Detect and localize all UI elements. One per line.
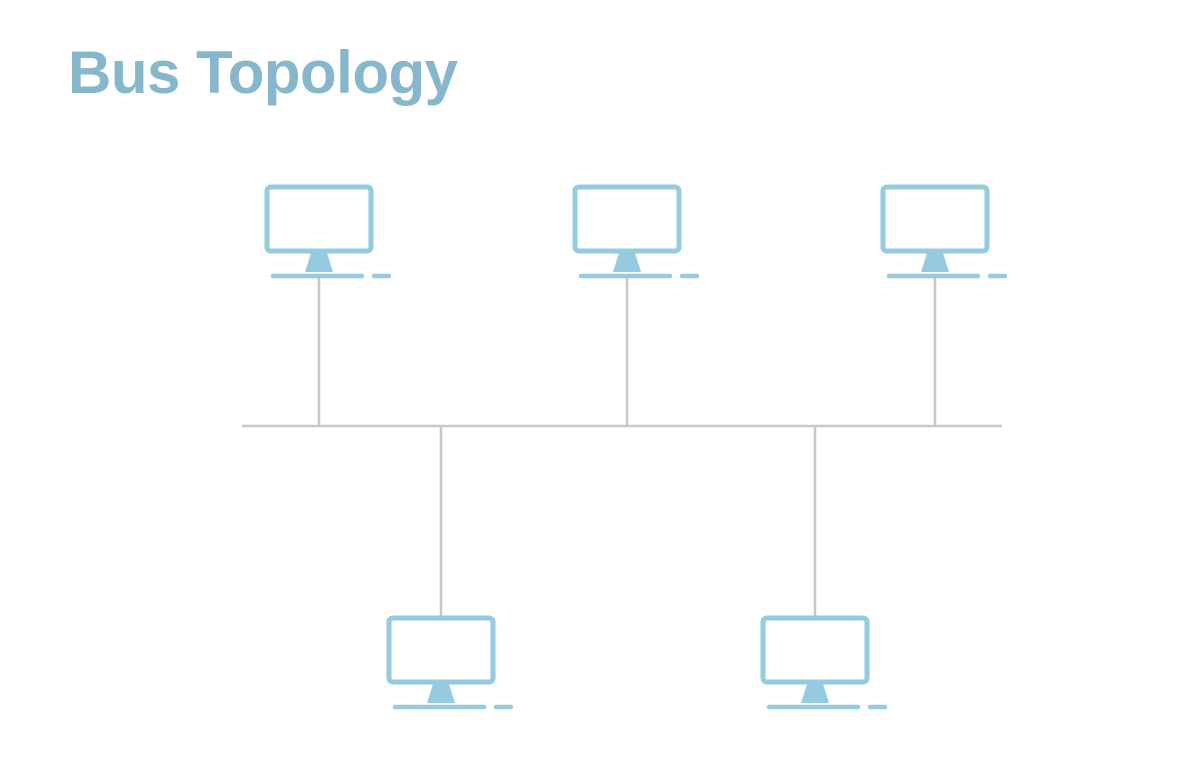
monitor-stand: [613, 253, 641, 272]
diagram-title: Bus Topology: [68, 39, 458, 106]
computer-monitor-icon: [760, 615, 888, 710]
computer-monitor-icon: [880, 184, 1008, 279]
monitor-stand: [427, 684, 455, 703]
monitor-screen: [264, 184, 374, 254]
monitor-stand: [921, 253, 949, 272]
monitor-screen: [386, 615, 496, 685]
network-nodes: [264, 184, 1008, 710]
monitor-screen: [760, 615, 870, 685]
computer-monitor-icon: [386, 615, 514, 710]
monitor-stand: [305, 253, 333, 272]
computer-monitor-icon: [572, 184, 700, 279]
network-cables: [242, 277, 1002, 618]
monitor-screen: [572, 184, 682, 254]
computer-monitor-icon: [264, 184, 392, 279]
monitor-screen: [880, 184, 990, 254]
monitor-stand: [801, 684, 829, 703]
